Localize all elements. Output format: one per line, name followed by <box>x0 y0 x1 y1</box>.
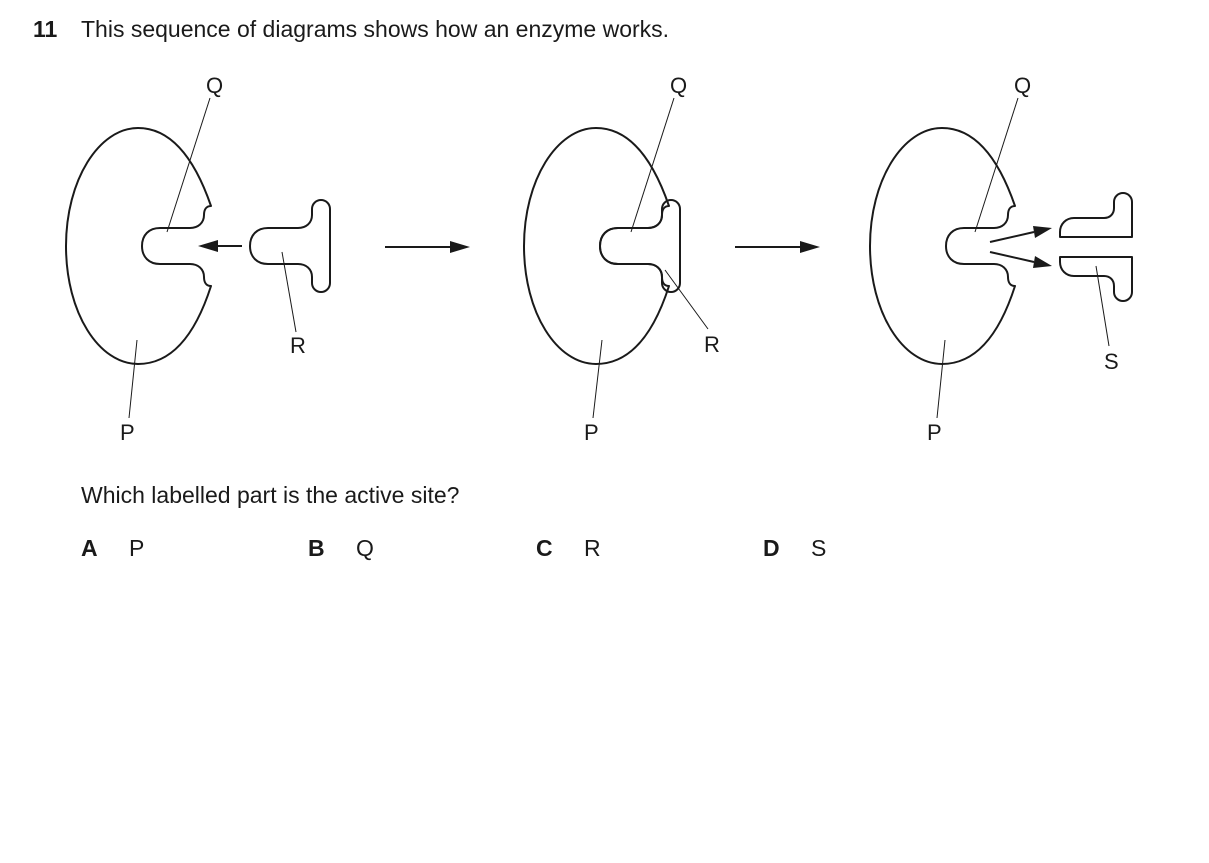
option-letter: C <box>536 535 553 561</box>
substrate-shape-1 <box>249 199 331 293</box>
option-answer: P <box>129 535 145 561</box>
stage-3: Q P S <box>869 73 1133 445</box>
option-answer: S <box>811 535 827 561</box>
question-prompt: Which labelled part is the active site? <box>81 482 460 508</box>
option-answer: Q <box>356 535 374 561</box>
stage-2: Q P R <box>523 73 720 445</box>
enzyme-diagram: Q P R Q P R <box>65 73 1133 445</box>
label-p-2: P <box>584 420 599 445</box>
question-text: This sequence of diagrams shows how an e… <box>81 16 670 42</box>
sequence-arrow-1 <box>385 241 470 253</box>
label-q-3: Q <box>1014 73 1031 98</box>
option-answer: R <box>584 535 601 561</box>
sequence-arrow-2 <box>735 241 820 253</box>
label-p-3: P <box>927 420 942 445</box>
option-letter: D <box>763 535 780 561</box>
substrate-shape-2 <box>599 199 681 293</box>
label-r-2: R <box>704 332 720 357</box>
label-r-1: R <box>290 333 306 358</box>
option-letter: A <box>81 535 98 561</box>
label-q-1: Q <box>206 73 223 98</box>
label-s-3: S <box>1104 349 1119 374</box>
stage-1: Q P R <box>65 73 331 445</box>
product-shape-2 <box>1059 256 1133 302</box>
enzyme-shape-3 <box>869 127 1016 365</box>
question-header: 11 This sequence of diagrams shows how an… <box>33 14 669 44</box>
enzyme-shape-2 <box>523 127 670 365</box>
label-p-1: P <box>120 420 135 445</box>
option-letter: B <box>308 535 325 561</box>
question-number: 11 <box>33 16 58 42</box>
product-shape-1 <box>1059 192 1133 238</box>
label-q-2: Q <box>670 73 687 98</box>
